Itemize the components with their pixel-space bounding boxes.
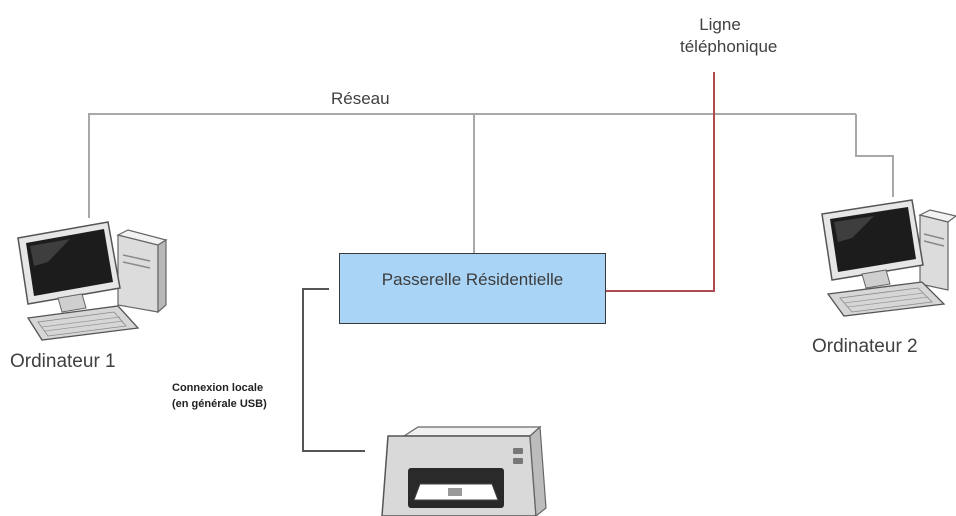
local-connection-label-line-2: (en générale USB) [172, 396, 267, 412]
computer-1-icon [18, 222, 166, 340]
computer-1-label: Ordinateur 1 [10, 351, 116, 373]
network-line-computer-2 [856, 114, 893, 197]
gateway-label: Passerelle Résidentielle [340, 270, 605, 290]
network-line-computer-1 [89, 114, 474, 218]
phone-line-label-line-2: téléphonique [680, 36, 760, 58]
phone-line [606, 72, 714, 291]
local-connection-label-line-1: Connexion locale [172, 380, 267, 396]
computer-2-icon [822, 200, 956, 316]
network-label: Réseau [331, 89, 390, 109]
phone-line-label-line-1: Ligne [680, 14, 760, 36]
local-connection-label: Connexion locale (en générale USB) [172, 380, 267, 412]
printer-icon [382, 427, 546, 516]
computer-2-label: Ordinateur 2 [812, 336, 918, 358]
residential-gateway-box: Passerelle Résidentielle [339, 253, 606, 324]
phone-line-label: Ligne téléphonique [680, 14, 760, 58]
